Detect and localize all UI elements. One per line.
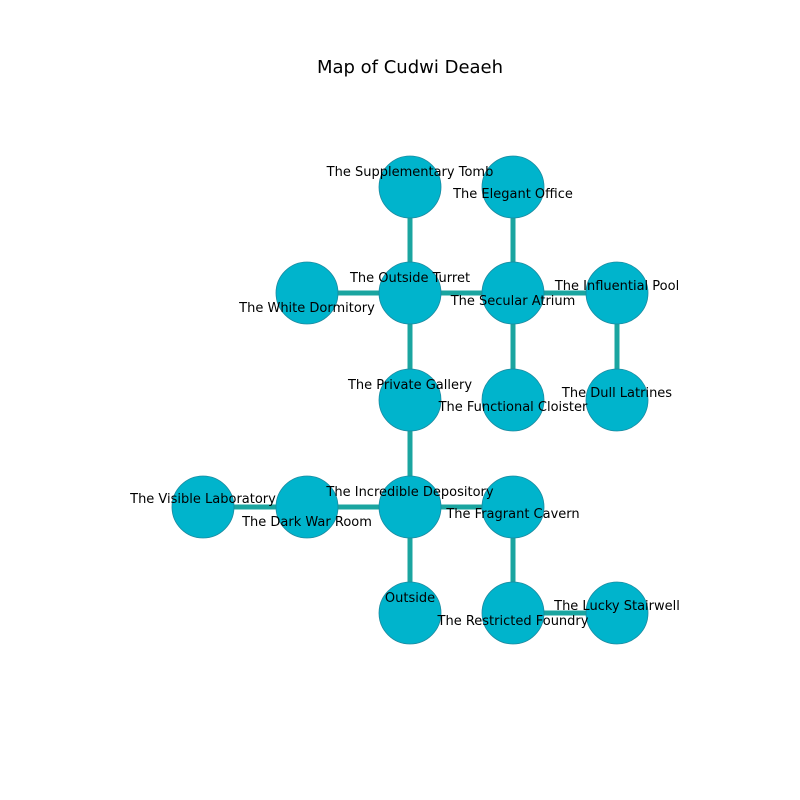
room-label-functional-cloister: The Functional Cloister xyxy=(438,400,588,415)
room-label-supplementary-tomb: The Supplementary Tomb xyxy=(326,165,494,180)
room-label-fragrant-cavern: The Fragrant Cavern xyxy=(445,507,579,522)
room-node-restricted-foundry[interactable] xyxy=(481,581,545,645)
room-node-secular-atrium[interactable] xyxy=(481,261,545,325)
room-node-incredible-depository[interactable] xyxy=(378,475,442,539)
room-label-secular-atrium: The Secular Atrium xyxy=(450,294,576,309)
room-label-elegant-office: The Elegant Office xyxy=(452,187,573,202)
room-node-visible-laboratory[interactable] xyxy=(171,475,235,539)
room-label-incredible-depository: The Incredible Depository xyxy=(325,485,493,500)
room-layer xyxy=(171,155,649,645)
room-label-lucky-stairwell: The Lucky Stairwell xyxy=(553,599,680,614)
room-node-fragrant-cavern[interactable] xyxy=(481,475,545,539)
room-node-functional-cloister[interactable] xyxy=(481,368,545,432)
room-label-dark-war-room: The Dark War Room xyxy=(241,515,372,530)
room-node-supplementary-tomb[interactable] xyxy=(378,155,442,219)
room-node-lucky-stairwell[interactable] xyxy=(585,581,649,645)
room-label-visible-laboratory: The Visible Laboratory xyxy=(129,492,276,507)
room-node-private-gallery[interactable] xyxy=(378,368,442,432)
room-label-dull-latrines: The Dull Latrines xyxy=(561,386,672,401)
room-label-outside: Outside xyxy=(385,591,435,606)
room-node-dark-war-room[interactable] xyxy=(275,475,339,539)
map-title: Map of Cudwi Deaeh xyxy=(317,57,503,78)
room-node-elegant-office[interactable] xyxy=(481,155,545,219)
room-node-outside[interactable] xyxy=(378,581,442,645)
room-label-private-gallery: The Private Gallery xyxy=(347,378,472,393)
room-label-influential-pool: The Influential Pool xyxy=(554,279,679,294)
room-label-outside-turret: The Outside Turret xyxy=(349,271,470,286)
room-node-dull-latrines[interactable] xyxy=(585,368,649,432)
room-node-white-dormitory[interactable] xyxy=(275,261,339,325)
room-label-white-dormitory: The White Dormitory xyxy=(238,301,375,316)
room-node-influential-pool[interactable] xyxy=(585,261,649,325)
room-label-restricted-foundry: The Restricted Foundry xyxy=(437,614,589,629)
room-node-outside-turret[interactable] xyxy=(378,261,442,325)
